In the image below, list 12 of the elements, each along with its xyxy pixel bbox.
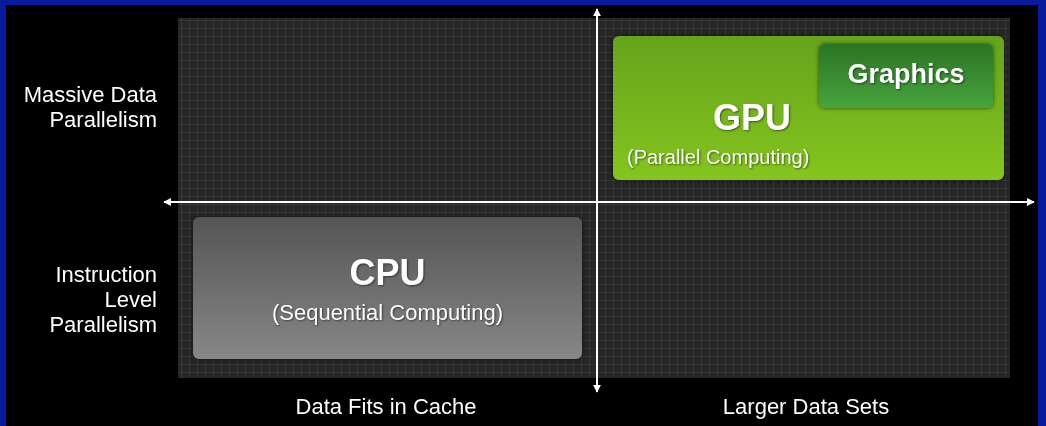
axis-label: Data Fits in Cache [294, 394, 478, 419]
axis-label: Instruction Level Parallelism [48, 262, 157, 337]
heading: GPU [713, 98, 791, 138]
category-box [193, 217, 582, 359]
axis-label: Massive Data Parallelism [22, 82, 157, 132]
subtitle: (Sequential Computing) [270, 300, 505, 326]
category-box [613, 36, 1004, 180]
heading: CPU [348, 253, 427, 293]
subtitle: (Parallel Computing) [627, 146, 810, 169]
heading: Graphics [846, 60, 966, 90]
axis-label: Larger Data Sets [721, 394, 891, 419]
nested-box [819, 44, 993, 108]
